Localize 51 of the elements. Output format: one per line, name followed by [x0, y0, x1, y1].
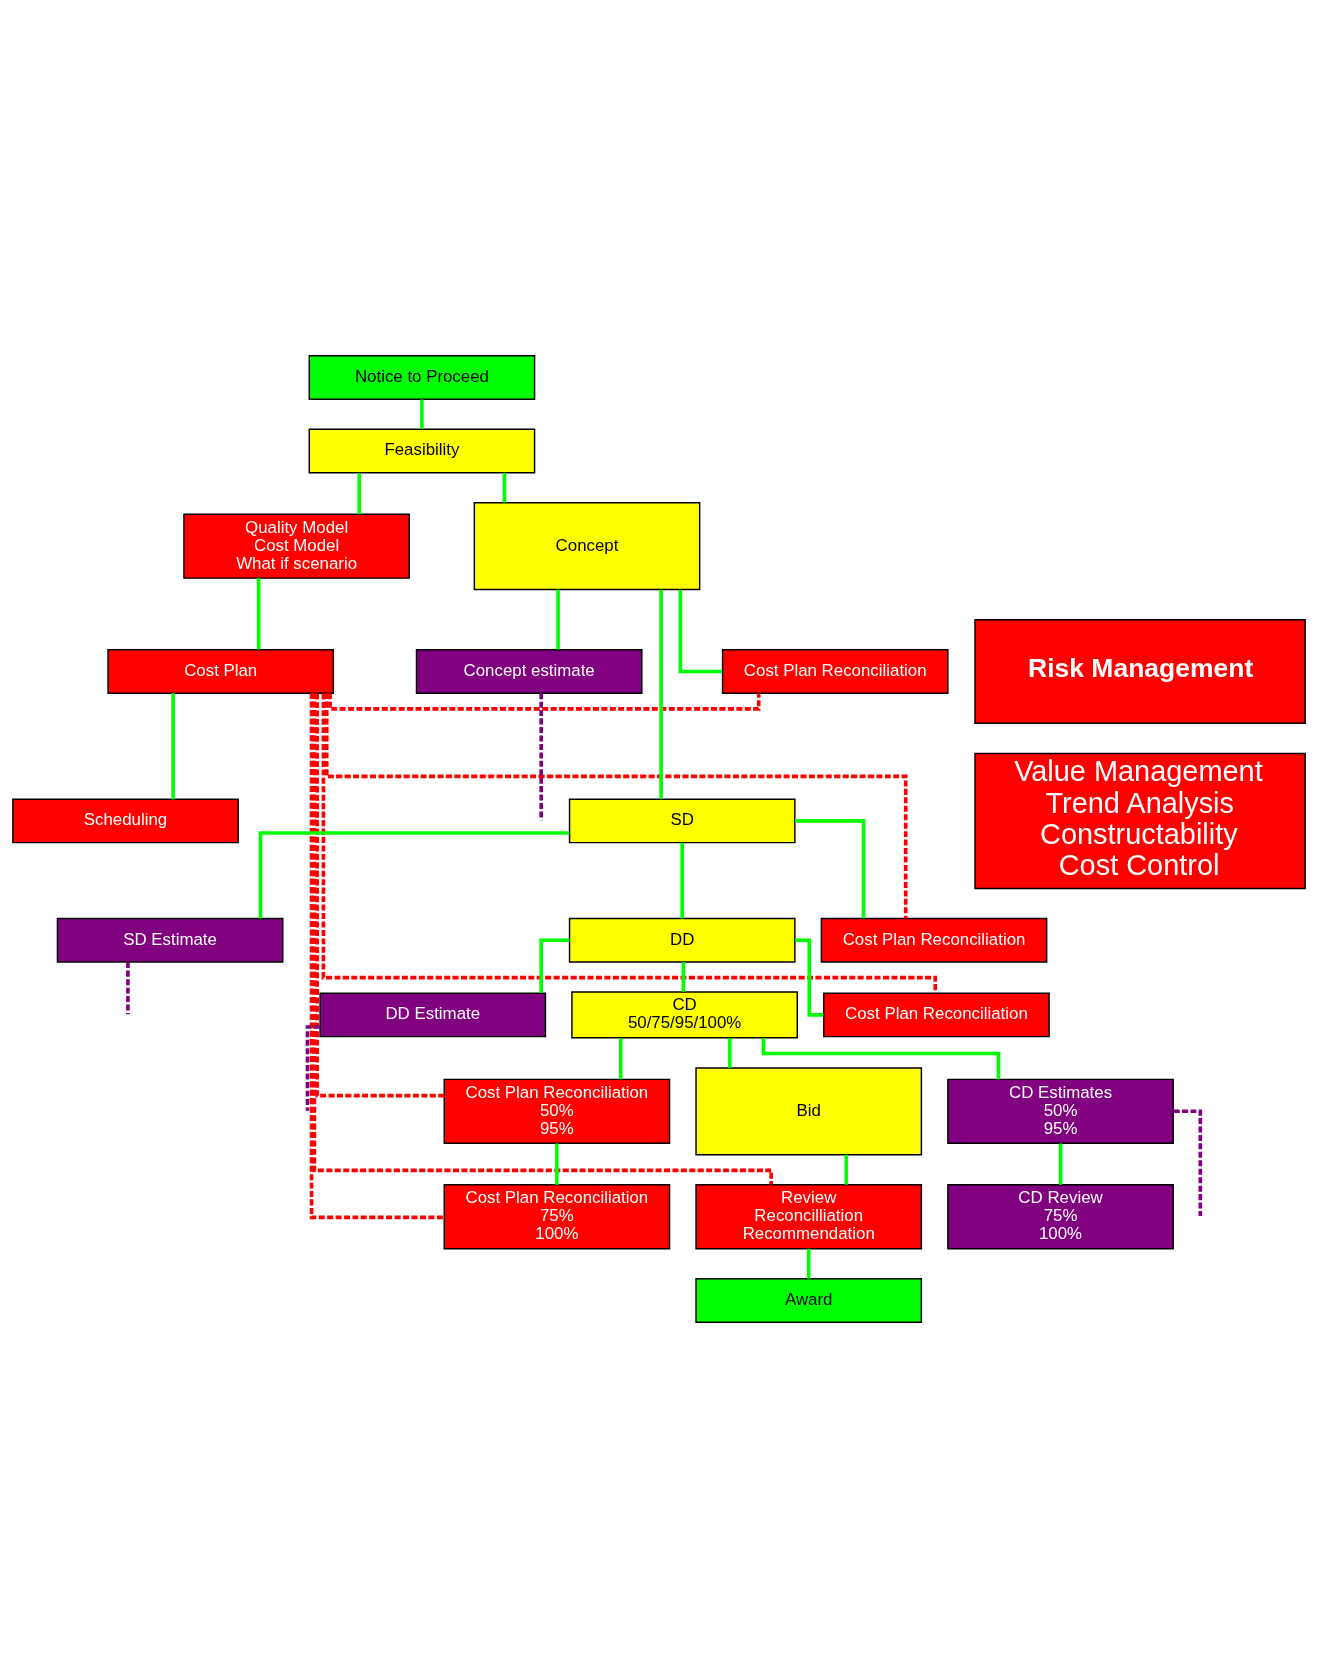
node-box: Risk Management — [974, 618, 1306, 725]
node-box: Concept — [473, 502, 701, 591]
node-box: CD 50/75/95/100% — [571, 991, 798, 1039]
connector — [680, 842, 684, 919]
connector — [502, 473, 507, 503]
connector — [258, 831, 570, 919]
node-box: Cost Plan Reconciliation — [823, 992, 1050, 1038]
connector — [321, 693, 938, 994]
connector — [126, 962, 130, 1015]
node-box: SD — [568, 798, 796, 844]
connector — [678, 589, 723, 674]
connector — [556, 589, 560, 650]
connector — [659, 589, 663, 799]
connector — [844, 1154, 849, 1185]
connector — [357, 473, 362, 515]
connector — [728, 1038, 732, 1068]
node-box: SD Estimate — [56, 917, 284, 963]
connector — [312, 693, 773, 1185]
node-box: Scheduling — [12, 798, 239, 844]
connector — [315, 693, 445, 1098]
connector — [305, 1025, 320, 1111]
node-box: Cost Plan Reconciliation 75% 100% — [443, 1184, 671, 1250]
node-box: Quality Model Cost Model What if scenario — [183, 513, 410, 579]
connector — [618, 1038, 623, 1080]
node-box: CD Review 75% 100% — [947, 1184, 1174, 1250]
node-box: Concept estimate — [415, 649, 643, 694]
node-box: Cost Plan Reconciliation — [820, 917, 1048, 963]
connector — [795, 819, 866, 919]
connector — [324, 693, 908, 919]
connector — [795, 938, 824, 1017]
connector — [806, 1248, 811, 1279]
connector — [420, 399, 424, 429]
node-box: Cost Plan — [107, 649, 335, 694]
connector — [1058, 1143, 1063, 1185]
connector — [309, 693, 444, 1220]
connector — [328, 693, 761, 711]
connector — [256, 578, 261, 650]
node-box: Feasibility — [308, 428, 536, 474]
node-box: Bid — [695, 1067, 923, 1156]
node-box: DD Estimate — [319, 992, 547, 1038]
connector — [555, 1143, 559, 1185]
node-box: DD — [568, 917, 796, 963]
node-box: Notice to Proceed — [308, 355, 536, 400]
node-box: Award — [695, 1278, 923, 1323]
node-box: Value Management Trend Analysis Constructability Cost Control — [974, 752, 1306, 890]
node-box: Cost Plan Reconciliation — [721, 649, 949, 694]
connector — [171, 693, 175, 800]
connector — [681, 962, 686, 992]
node-box: CD Estimates 50% 95% — [947, 1078, 1174, 1144]
node-box: Cost Plan Reconciliation 50% 95% — [443, 1078, 671, 1144]
node-box: Review Reconcilliation Recommendation — [695, 1184, 923, 1250]
